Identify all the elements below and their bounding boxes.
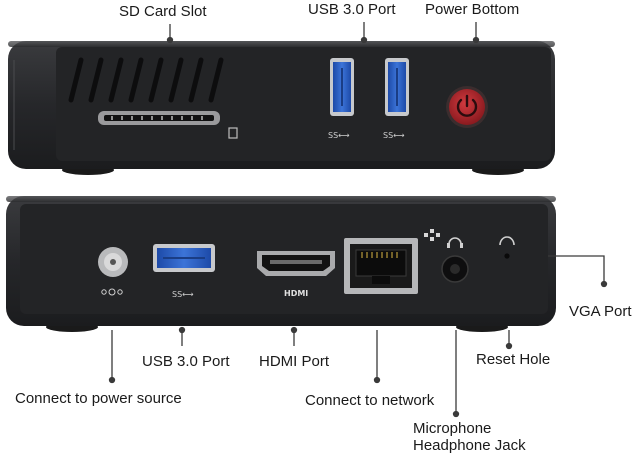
label-connect-network: Connect to network bbox=[305, 392, 435, 409]
reset-icon bbox=[499, 236, 515, 246]
usb-rear-mark: SS⟷ bbox=[172, 290, 194, 299]
label-reset-hole: Reset Hole bbox=[476, 351, 551, 368]
power-icon bbox=[456, 98, 478, 117]
label-sd-card-slot: SD Card Slot bbox=[119, 3, 207, 20]
label-vga-port: VGA Port bbox=[569, 303, 632, 320]
front-panel bbox=[8, 41, 555, 175]
label-headphone-jack: Headphone Jack bbox=[413, 437, 526, 454]
power-button bbox=[446, 86, 488, 128]
sd-card-slot bbox=[98, 111, 238, 139]
usb-port-rear bbox=[153, 244, 215, 272]
hdmi-mark: HDMI bbox=[284, 289, 308, 298]
ethernet-port bbox=[344, 229, 440, 294]
headphone-icon bbox=[448, 237, 462, 245]
label-usb-top: USB 3.0 Port bbox=[308, 1, 396, 18]
label-hdmi-port: HDMI Port bbox=[259, 353, 330, 370]
label-microphone: Microphone bbox=[413, 420, 492, 437]
usb-top-2-mark: SS⟷ bbox=[383, 131, 405, 140]
usb-top-1-mark: SS⟷ bbox=[328, 131, 350, 140]
sd-card-icon bbox=[228, 127, 238, 139]
label-microphone-headphone-jack: Microphone Headphone Jack bbox=[413, 420, 526, 454]
vent-slots bbox=[68, 57, 224, 103]
reset-hole bbox=[499, 236, 515, 259]
label-usb-rear: USB 3.0 Port bbox=[142, 353, 230, 370]
usb-port-top-2 bbox=[385, 58, 409, 116]
usb-port-top-1 bbox=[330, 58, 354, 116]
leader-lines bbox=[108, 22, 608, 418]
hdmi-port bbox=[257, 251, 335, 276]
audio-jack bbox=[441, 237, 469, 283]
label-power-button: Power Bottom bbox=[425, 1, 520, 18]
label-connect-power: Connect to power source bbox=[15, 390, 182, 407]
dc-polarity-icon bbox=[101, 288, 123, 296]
dc-power-jack bbox=[98, 247, 128, 296]
network-icon bbox=[424, 229, 440, 241]
